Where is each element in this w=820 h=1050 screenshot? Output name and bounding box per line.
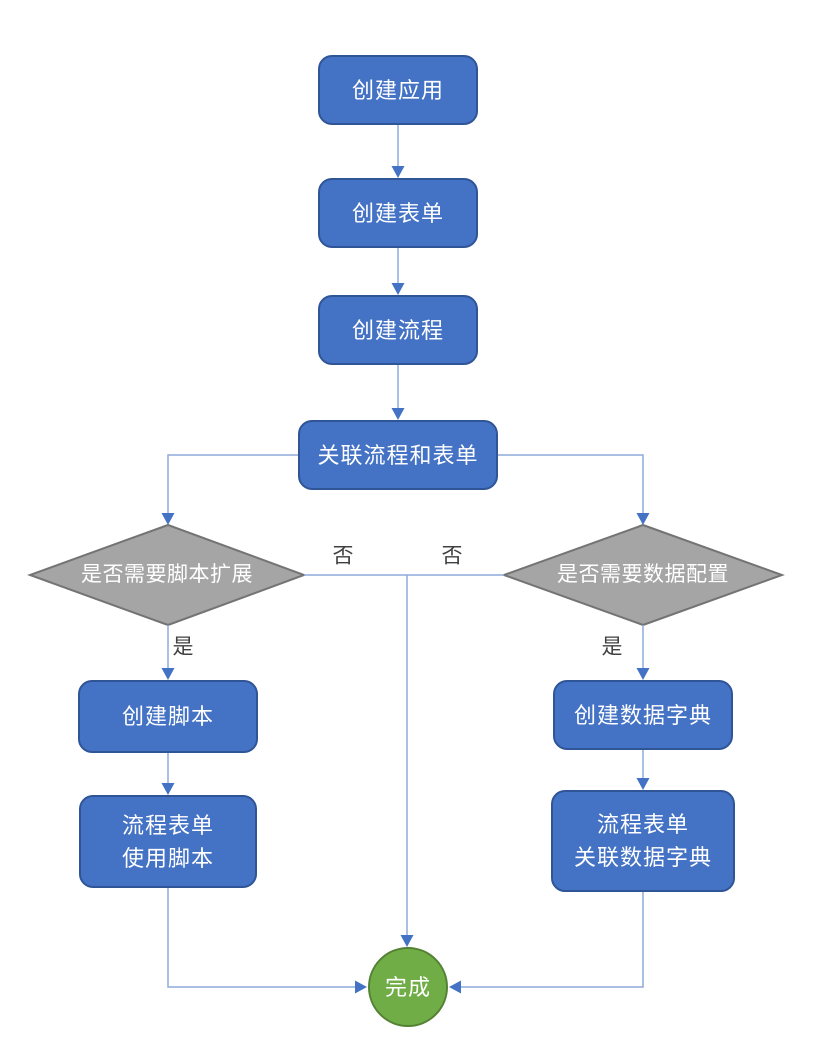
edge-create-form-to-create-flow xyxy=(391,248,405,295)
node-done-label: 完成 xyxy=(384,974,431,1000)
edge-link-to-decision-script xyxy=(161,454,298,525)
edge-form-link-dict-to-done xyxy=(449,892,644,994)
edge-create-script-to-form-use-script xyxy=(161,753,175,795)
edge-create-flow-to-link xyxy=(391,365,405,420)
node-create-app-label: 创建应用 xyxy=(351,77,444,103)
node-create-dict-label: 创建数据字典 xyxy=(573,702,712,728)
node-create-flow-label: 创建流程 xyxy=(351,317,444,343)
edge-form-use-script-to-done xyxy=(167,888,367,994)
node-decision-data-label: 是否需要数据配置 xyxy=(557,563,729,587)
node-link-flow-form-label: 关联流程和表单 xyxy=(317,442,479,468)
node-link-flow-form: 关联流程和表单 xyxy=(298,420,498,490)
node-create-flow: 创建流程 xyxy=(318,295,478,365)
node-create-form-label: 创建表单 xyxy=(351,200,444,226)
edge-label-no-left: 否 xyxy=(332,544,354,568)
node-decision-script: 是否需要脚本扩展 xyxy=(30,525,304,625)
node-create-script: 创建脚本 xyxy=(78,680,258,753)
node-form-link-dict: 流程表单 关联数据字典 xyxy=(551,790,735,892)
node-form-use-script: 流程表单 使用脚本 xyxy=(79,795,257,888)
node-create-form: 创建表单 xyxy=(318,178,478,248)
edge-decision-data-yes-to-create-dict xyxy=(636,625,650,680)
node-create-script-label: 创建脚本 xyxy=(121,704,214,729)
node-done: 完成 xyxy=(368,947,448,1027)
node-decision-data: 是否需要数据配置 xyxy=(504,525,782,625)
node-form-use-script-label: 流程表单 使用脚本 xyxy=(121,812,214,871)
edge-label-yes-left: 是 xyxy=(172,635,194,659)
edge-label-yes-right: 是 xyxy=(601,635,623,659)
edge-no-center-to-done xyxy=(400,575,414,947)
node-decision-script-label: 是否需要脚本扩展 xyxy=(81,563,253,587)
node-form-link-dict-label: 流程表单 关联数据字典 xyxy=(573,812,712,870)
edge-decision-script-yes-to-create-script xyxy=(161,625,175,680)
node-create-dict: 创建数据字典 xyxy=(553,680,733,750)
edge-label-no-right: 否 xyxy=(441,544,463,568)
node-create-app: 创建应用 xyxy=(318,55,478,125)
edge-create-dict-to-form-link-dict xyxy=(636,750,650,790)
edge-create-app-to-create-form xyxy=(391,125,405,178)
edge-link-to-decision-data xyxy=(498,454,650,525)
